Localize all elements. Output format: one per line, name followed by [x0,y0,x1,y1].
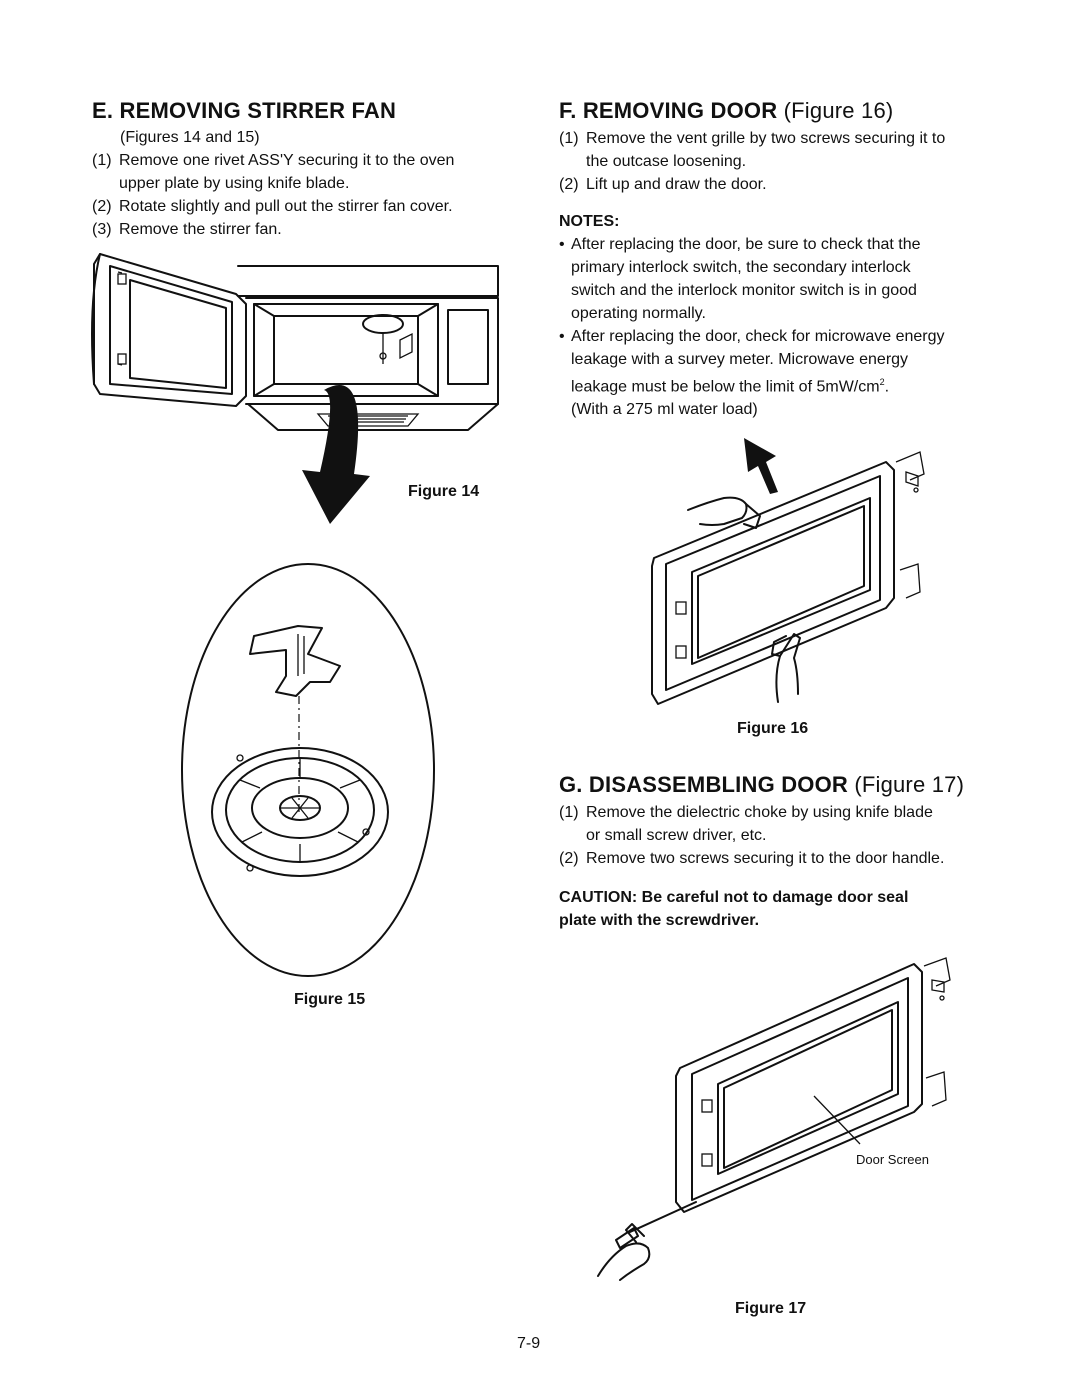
caution-text: CAUTION: Be careful not to damage door s… [559,889,909,929]
section-g-step-2: (2) Remove two screws securing it to the… [559,847,1029,870]
step-text: Remove the vent grille by two screws sec… [586,130,946,147]
figure-14-caption: Figure 14 [408,483,480,500]
section-e-step-2: (2) Rotate slightly and pull out the sti… [92,195,522,218]
section-f-step-1: (1) Remove the vent grille by two screws… [559,127,1029,173]
notes-label: NOTES: [559,213,620,230]
section-f-title: F. REMOVING DOOR (Figure 16) [559,98,894,123]
figure-15-drawing [181,563,435,977]
step-text-cont: upper plate by using knife blade. [119,175,350,192]
section-e: E. REMOVING STIRRER FAN (Figures 14 and … [92,98,522,241]
step-text-cont: the outcase loosening. [586,153,747,170]
figure-15-caption: Figure 15 [294,991,366,1008]
step-text: Remove the dielectric choke by using kni… [586,804,933,821]
step-number: (2) [92,198,112,215]
superscript: 2 [879,377,885,387]
step-number: (3) [92,221,112,238]
section-g-title: G. DISASSEMBLING DOOR (Figure 17) [559,772,965,797]
step-number: (2) [559,176,579,193]
bullet-icon: • [559,236,565,253]
figure-16-caption: Figure 16 [737,720,809,737]
step-number: (1) [559,804,579,821]
note-text: After replacing the door, be sure to che… [571,236,921,253]
figure-17-drawing [597,957,951,1281]
note-text: After replacing the door, check for micr… [571,328,945,345]
section-e-title: E. REMOVING STIRRER FAN [92,98,397,123]
step-text-cont: or small screw driver, etc. [586,827,767,844]
note-text: operating normally. [571,305,706,322]
step-text: Remove two screws securing it to the doo… [586,850,945,867]
note-text: switch and the interlock monitor switch … [571,282,917,299]
section-e-step-3: (3) Remove the stirrer fan. [92,218,522,241]
section-e-step-1: (1) Remove one rivet ASS'Y securing it t… [92,149,522,195]
step-number: (1) [92,152,112,169]
step-text: Remove the stirrer fan. [119,221,282,238]
figure-17-caption: Figure 17 [735,1300,807,1317]
note-1: • After replacing the door, be sure to c… [559,233,1029,325]
figure-16-drawing [651,438,925,705]
bullet-icon: • [559,328,565,345]
note-text: (With a 275 ml water load) [571,401,758,419]
note-text: primary interlock switch, the secondary … [571,259,911,276]
step-number: (2) [559,850,579,867]
section-f-step-2: (2) Lift up and draw the door. [559,173,1029,196]
step-text: Remove one rivet ASS'Y securing it to th… [119,152,455,169]
note-text: leakage must be below the limit of 5mW/c… [571,378,880,396]
figure-14-drawing [91,253,499,524]
section-e-subtitle: (Figures 14 and 15) [120,129,260,146]
section-g: G. DISASSEMBLING DOOR (Figure 17) (1) Re… [559,772,1029,932]
section-f: F. REMOVING DOOR (Figure 16) (1) Remove … [559,98,1029,421]
section-g-step-1: (1) Remove the dielectric choke by using… [559,801,1029,847]
step-text: Lift up and draw the door. [586,176,767,193]
door-screen-label: Door Screen [856,1152,929,1167]
step-number: (1) [559,130,579,147]
note-2: • After replacing the door, check for mi… [559,325,1029,421]
step-text: Rotate slightly and pull out the stirrer… [119,198,453,215]
note-text: leakage with a survey meter. Microwave e… [571,351,909,368]
page-number: 7-9 [517,1335,541,1352]
